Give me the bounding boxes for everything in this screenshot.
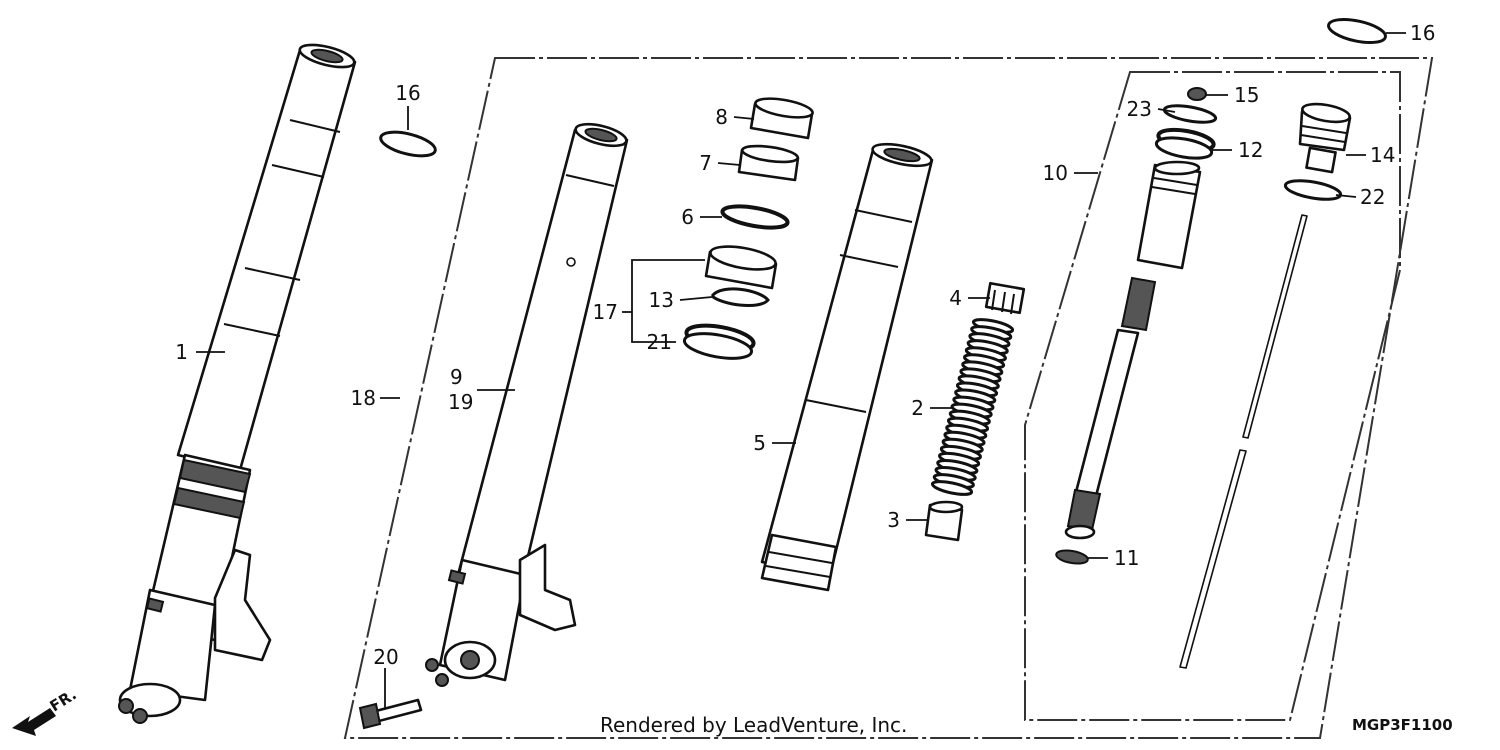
callout-6: 6 bbox=[681, 205, 694, 229]
cap-15 bbox=[1187, 87, 1207, 101]
watermark-text: Rendered by LeadVenture, Inc. bbox=[600, 713, 907, 737]
o-ring-22 bbox=[1283, 179, 1343, 201]
callout-14: 14 bbox=[1370, 143, 1395, 167]
callout-12: 12 bbox=[1238, 138, 1263, 162]
callout-16-left: 16 bbox=[395, 81, 420, 105]
callout-11: 11 bbox=[1114, 546, 1139, 570]
fork-assembly-complete bbox=[118, 43, 357, 724]
dust-seal-21 bbox=[682, 323, 756, 360]
callout-22: 22 bbox=[1360, 185, 1385, 209]
front-direction-arrow-icon: FR. bbox=[12, 685, 80, 736]
back-up-ring-6 bbox=[720, 204, 790, 230]
spring-collar-4 bbox=[984, 281, 1026, 315]
callout-13: 13 bbox=[649, 288, 674, 312]
pinch-bolt-20 bbox=[358, 698, 423, 730]
outer-tube-axle-holder bbox=[425, 122, 629, 687]
damper-cartridge-10 bbox=[1064, 160, 1202, 540]
o-ring-23 bbox=[1162, 104, 1218, 124]
callout-23: 23 bbox=[1127, 97, 1152, 121]
callout-1: 1 bbox=[175, 340, 188, 364]
guide-bushing-7 bbox=[737, 144, 800, 182]
o-ring-16-right bbox=[1327, 18, 1387, 44]
callout-17: 17 bbox=[593, 300, 618, 324]
callout-20: 20 bbox=[373, 645, 398, 669]
callout-16-right: 16 bbox=[1410, 21, 1435, 45]
spring-seat-3 bbox=[924, 500, 964, 542]
outer-dashed-group-boundary bbox=[343, 57, 1434, 739]
callout-10: 10 bbox=[1043, 161, 1068, 185]
push-rod bbox=[1179, 214, 1308, 669]
inner-dashed-group-boundary bbox=[1024, 71, 1401, 721]
fork-pipe-5 bbox=[760, 142, 934, 592]
callout-4: 4 bbox=[949, 286, 962, 310]
callout-8: 8 bbox=[715, 105, 728, 129]
o-ring-16-left bbox=[379, 130, 437, 158]
callout-2: 2 bbox=[911, 396, 924, 420]
slider-bushing-8 bbox=[749, 97, 814, 140]
washer-11 bbox=[1055, 549, 1089, 565]
diagram-code: MGP3F1100 bbox=[1352, 716, 1453, 734]
callout-9: 9 bbox=[450, 365, 463, 389]
snap-ring-13 bbox=[710, 287, 770, 307]
callout-15: 15 bbox=[1234, 83, 1259, 107]
spring-coil bbox=[930, 480, 974, 496]
oil-seal-ring bbox=[704, 245, 778, 290]
leader-lines bbox=[196, 32, 1406, 708]
nut-12 bbox=[1154, 127, 1216, 160]
callout-3: 3 bbox=[887, 508, 900, 532]
callout-5: 5 bbox=[753, 431, 766, 455]
callout-18: 18 bbox=[351, 386, 376, 410]
callout-7: 7 bbox=[699, 151, 712, 175]
callout-21: 21 bbox=[647, 330, 672, 354]
fork-spring-2 bbox=[930, 318, 1015, 496]
fork-bolt-14 bbox=[1298, 102, 1352, 174]
callout-19: 19 bbox=[448, 390, 473, 414]
